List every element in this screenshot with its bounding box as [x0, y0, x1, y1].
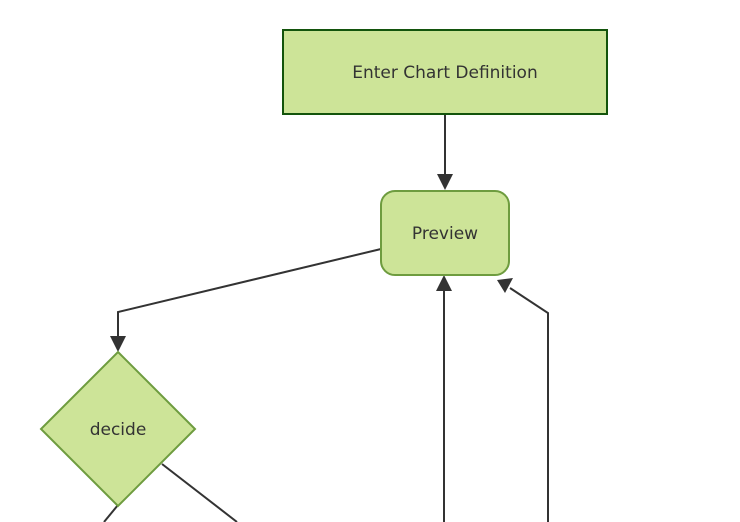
node-decide[interactable]: decide: [39, 350, 197, 508]
node-enter-chart-definition-label: Enter Chart Definition: [352, 63, 537, 83]
node-preview-shape[interactable]: [380, 190, 510, 276]
edge-enter-to-preview: [437, 114, 453, 190]
edge-decide-branch-right-line: [161, 463, 238, 522]
edge-decide-branch-left-line: [103, 504, 119, 522]
edge-return-center-to-preview-arrowhead: [436, 275, 452, 291]
node-preview[interactable]: Preview: [380, 190, 510, 276]
node-decide-shape[interactable]: [39, 350, 197, 508]
node-preview-label: Preview: [412, 224, 478, 244]
edge-preview-to-decide: [110, 248, 382, 352]
edge-return-right-to-preview-line: [509, 287, 549, 522]
node-enter-chart-definition[interactable]: Enter Chart Definition: [282, 29, 608, 115]
edge-return-right-to-preview-arrowhead: [497, 278, 513, 293]
edge-preview-to-decide-arrowhead: [110, 336, 126, 352]
edge-enter-to-preview-arrowhead: [437, 174, 453, 190]
edge-preview-to-decide-line: [117, 248, 382, 339]
node-layer: Enter Chart Definition Preview decide: [39, 29, 608, 508]
node-decide-label: decide: [90, 420, 147, 440]
edge-return-center-to-preview: [436, 275, 452, 522]
edge-decide-branch-left: [103, 504, 119, 522]
edge-layer: [103, 114, 549, 522]
edge-decide-branch-right: [161, 463, 238, 522]
edge-return-right-to-preview: [497, 278, 549, 522]
node-enter-chart-definition-shape[interactable]: [282, 29, 608, 115]
